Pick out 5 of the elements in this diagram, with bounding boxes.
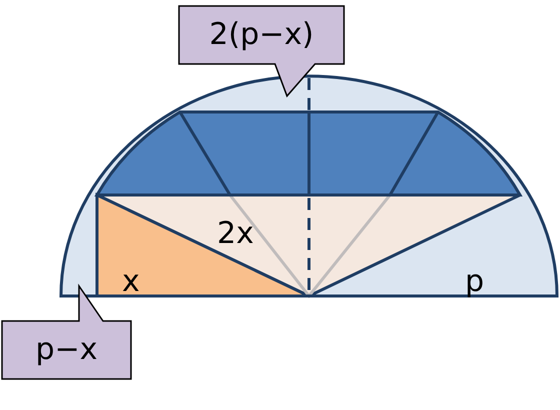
length-label: p [465,265,484,299]
callout-text: p−x [34,333,98,367]
callout-text: 2(p−x) [208,18,315,52]
length-label: x [122,265,140,299]
length-label: 2x [217,217,254,251]
